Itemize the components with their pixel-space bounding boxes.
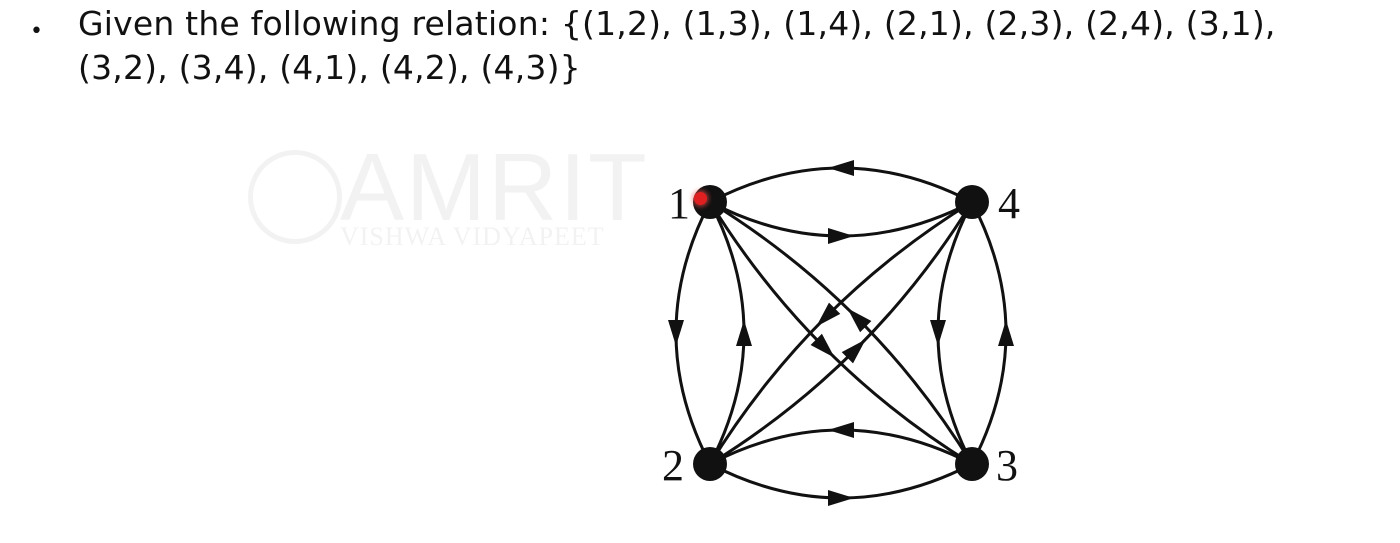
arrowhead-1-to-2 xyxy=(668,320,684,346)
arrowhead-3-to-1 xyxy=(847,308,872,333)
arrowhead-4-to-3 xyxy=(930,320,946,346)
node-label-1: 1 xyxy=(668,179,690,228)
watermark-seal-icon xyxy=(248,150,342,244)
institution-watermark: AMRIT VISHWA VIDYAPEET xyxy=(248,138,668,258)
node-label-3: 3 xyxy=(996,441,1018,490)
arrowhead-1-to-4 xyxy=(828,228,854,244)
arrowhead-1-to-3 xyxy=(810,333,835,358)
node-2 xyxy=(693,447,727,481)
node-3 xyxy=(955,447,989,481)
laser-pointer-dot xyxy=(694,192,707,205)
arrowhead-3-to-2 xyxy=(828,422,854,438)
edge-2-to-4 xyxy=(709,201,974,466)
bullet-marker: • xyxy=(30,19,43,44)
node-label-2: 2 xyxy=(662,441,684,490)
edge-layer xyxy=(668,160,1014,506)
relation-digraph: 1 2 3 4 xyxy=(662,160,1020,506)
relation-text-line-2: (3,2), (3,4), (4,1), (4,2), (4,3)} xyxy=(78,48,581,87)
arrowhead-2-to-3 xyxy=(828,490,854,506)
arrowhead-2-to-1 xyxy=(736,320,752,346)
relation-text: Given the following relation: {(1,2), (1… xyxy=(78,2,1378,90)
edge-4-to-3 xyxy=(936,201,974,465)
edge-2-to-1 xyxy=(708,201,746,465)
arrowhead-4-to-1 xyxy=(828,160,854,176)
edge-1-to-2 xyxy=(674,201,712,465)
node-4 xyxy=(955,185,989,219)
edge-3-to-4 xyxy=(970,201,1008,465)
edge-3-to-1 xyxy=(709,200,974,465)
edge-1-to-4 xyxy=(709,200,973,238)
relation-text-line-1: Given the following relation: {(1,2), (1… xyxy=(78,4,1276,43)
arrowhead-2-to-4 xyxy=(841,339,866,364)
edge-1-to-3 xyxy=(708,201,973,466)
node-label-4: 4 xyxy=(998,179,1020,228)
edge-4-to-2 xyxy=(708,200,973,465)
arrowhead-3-to-4 xyxy=(998,320,1014,346)
watermark-title: AMRIT xyxy=(340,134,649,241)
arrowhead-4-to-2 xyxy=(816,302,841,327)
edge-2-to-3 xyxy=(709,462,973,500)
edge-3-to-2 xyxy=(709,428,973,466)
watermark-subtitle: VISHWA VIDYAPEET xyxy=(340,222,605,251)
edge-4-to-1 xyxy=(709,166,973,204)
node-layer: 1 2 3 4 xyxy=(662,179,1020,490)
